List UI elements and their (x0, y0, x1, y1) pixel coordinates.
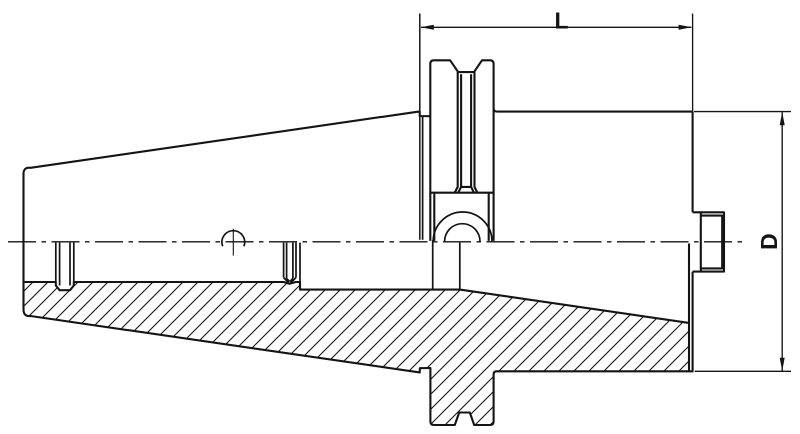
dimension-L-label: L (554, 8, 568, 34)
drive-slot-arcs (432, 211, 493, 242)
dim-L-arrow-right (678, 24, 692, 30)
flange-v-groove-outline (429, 59, 693, 241)
thread-groove-lines (54, 242, 301, 290)
dim-D-arrow-bottom (779, 357, 785, 372)
dimension-diameter (694, 110, 791, 372)
dim-L-arrow-left (420, 24, 434, 30)
taper-shank-outline (22, 110, 431, 282)
body-end-face (687, 111, 694, 373)
section-hatch-region (22, 280, 691, 427)
dimension-length (419, 13, 694, 240)
dim-D-arrow-top (779, 111, 785, 126)
bore-step-lines (431, 240, 461, 290)
dimension-D-label: D (756, 233, 782, 250)
